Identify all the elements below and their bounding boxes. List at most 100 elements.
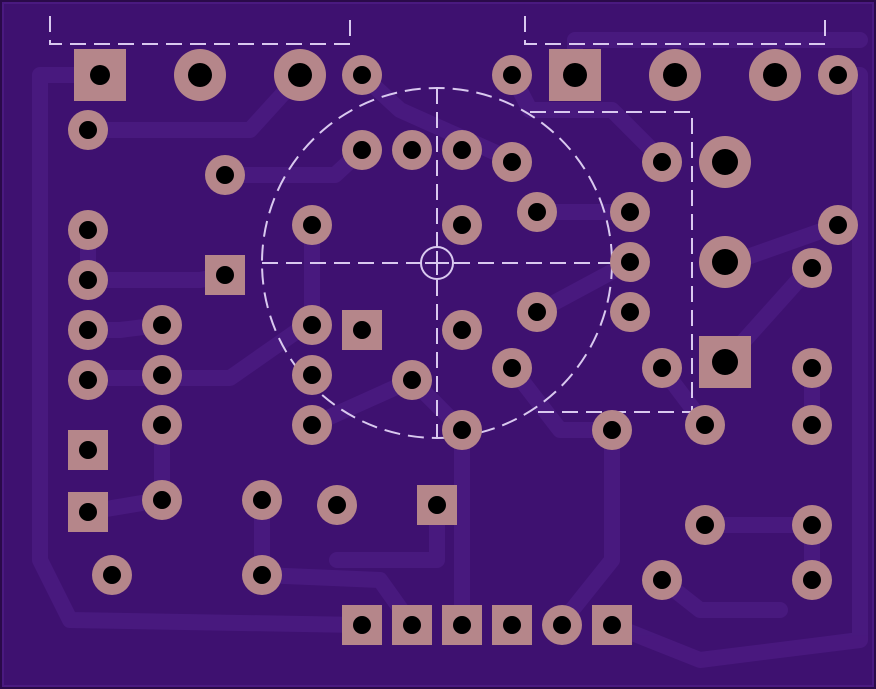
round-pad bbox=[274, 49, 326, 101]
drill-hole bbox=[79, 221, 97, 239]
drill-hole bbox=[79, 371, 97, 389]
round-pad bbox=[792, 405, 832, 445]
drill-hole bbox=[528, 203, 546, 221]
round-pad bbox=[292, 355, 332, 395]
round-pad bbox=[317, 485, 357, 525]
square-pad bbox=[74, 49, 126, 101]
connector-outline-left bbox=[49, 16, 351, 45]
round-pad bbox=[792, 248, 832, 288]
square-pad bbox=[417, 485, 457, 525]
drill-hole bbox=[403, 616, 421, 634]
center-marker bbox=[420, 246, 454, 280]
drill-hole bbox=[453, 421, 471, 439]
square-pad bbox=[442, 605, 482, 645]
pads-layer bbox=[68, 49, 858, 645]
drill-hole bbox=[253, 566, 271, 584]
round-pad bbox=[492, 348, 532, 388]
round-pad bbox=[517, 292, 557, 332]
round-pad bbox=[642, 142, 682, 182]
round-pad bbox=[68, 210, 108, 250]
drill-hole bbox=[153, 416, 171, 434]
drill-hole bbox=[403, 141, 421, 159]
round-pad bbox=[142, 355, 182, 395]
drill-hole bbox=[353, 616, 371, 634]
drill-hole bbox=[79, 321, 97, 339]
drill-hole bbox=[803, 359, 821, 377]
square-pad bbox=[342, 605, 382, 645]
drill-hole bbox=[153, 366, 171, 384]
drill-hole bbox=[712, 249, 738, 275]
round-pad bbox=[517, 192, 557, 232]
round-pad bbox=[392, 130, 432, 170]
drill-hole bbox=[303, 366, 321, 384]
round-pad bbox=[242, 480, 282, 520]
drill-hole bbox=[653, 571, 671, 589]
round-pad bbox=[442, 310, 482, 350]
square-pad bbox=[68, 492, 108, 532]
drill-hole bbox=[79, 271, 97, 289]
round-pad bbox=[792, 505, 832, 545]
drill-hole bbox=[453, 141, 471, 159]
round-pad bbox=[68, 360, 108, 400]
round-pad bbox=[174, 49, 226, 101]
drill-hole bbox=[153, 316, 171, 334]
drill-hole bbox=[79, 441, 97, 459]
drill-hole bbox=[528, 303, 546, 321]
round-pad bbox=[292, 405, 332, 445]
round-pad bbox=[92, 555, 132, 595]
drill-hole bbox=[653, 359, 671, 377]
drill-hole bbox=[428, 496, 446, 514]
drill-hole bbox=[621, 303, 639, 321]
round-pad bbox=[142, 305, 182, 345]
round-pad bbox=[685, 405, 725, 445]
drill-hole bbox=[603, 616, 621, 634]
round-pad bbox=[592, 410, 632, 450]
round-pad bbox=[242, 555, 282, 595]
drill-hole bbox=[453, 216, 471, 234]
drill-hole bbox=[188, 63, 212, 87]
round-pad bbox=[392, 360, 432, 400]
round-pad bbox=[442, 205, 482, 245]
drill-hole bbox=[696, 516, 714, 534]
drill-hole bbox=[803, 571, 821, 589]
drill-hole bbox=[503, 616, 521, 634]
drill-hole bbox=[79, 503, 97, 521]
round-pad bbox=[492, 55, 532, 95]
drill-hole bbox=[303, 216, 321, 234]
drill-hole bbox=[712, 149, 738, 175]
drill-hole bbox=[503, 359, 521, 377]
square-pad bbox=[492, 605, 532, 645]
round-pad bbox=[818, 55, 858, 95]
drill-hole bbox=[288, 63, 312, 87]
round-pad bbox=[792, 348, 832, 388]
drill-hole bbox=[503, 153, 521, 171]
drill-hole bbox=[621, 203, 639, 221]
round-pad bbox=[699, 236, 751, 288]
drill-hole bbox=[453, 616, 471, 634]
round-pad bbox=[142, 405, 182, 445]
round-pad bbox=[292, 305, 332, 345]
drill-hole bbox=[663, 63, 687, 87]
round-pad bbox=[68, 110, 108, 150]
connector-outline-right bbox=[524, 16, 826, 45]
round-pad bbox=[610, 242, 650, 282]
round-pad bbox=[818, 205, 858, 245]
drill-hole bbox=[153, 491, 171, 509]
drill-hole bbox=[303, 316, 321, 334]
drill-hole bbox=[453, 321, 471, 339]
drill-hole bbox=[253, 491, 271, 509]
square-pad bbox=[205, 255, 245, 295]
square-pad bbox=[592, 605, 632, 645]
drill-hole bbox=[79, 121, 97, 139]
drill-hole bbox=[563, 63, 587, 87]
round-pad bbox=[142, 480, 182, 520]
drill-hole bbox=[353, 321, 371, 339]
round-pad bbox=[492, 142, 532, 182]
drill-hole bbox=[503, 66, 521, 84]
square-pad bbox=[699, 336, 751, 388]
round-pad bbox=[342, 55, 382, 95]
drill-hole bbox=[829, 66, 847, 84]
round-pad bbox=[442, 130, 482, 170]
round-pad bbox=[699, 136, 751, 188]
